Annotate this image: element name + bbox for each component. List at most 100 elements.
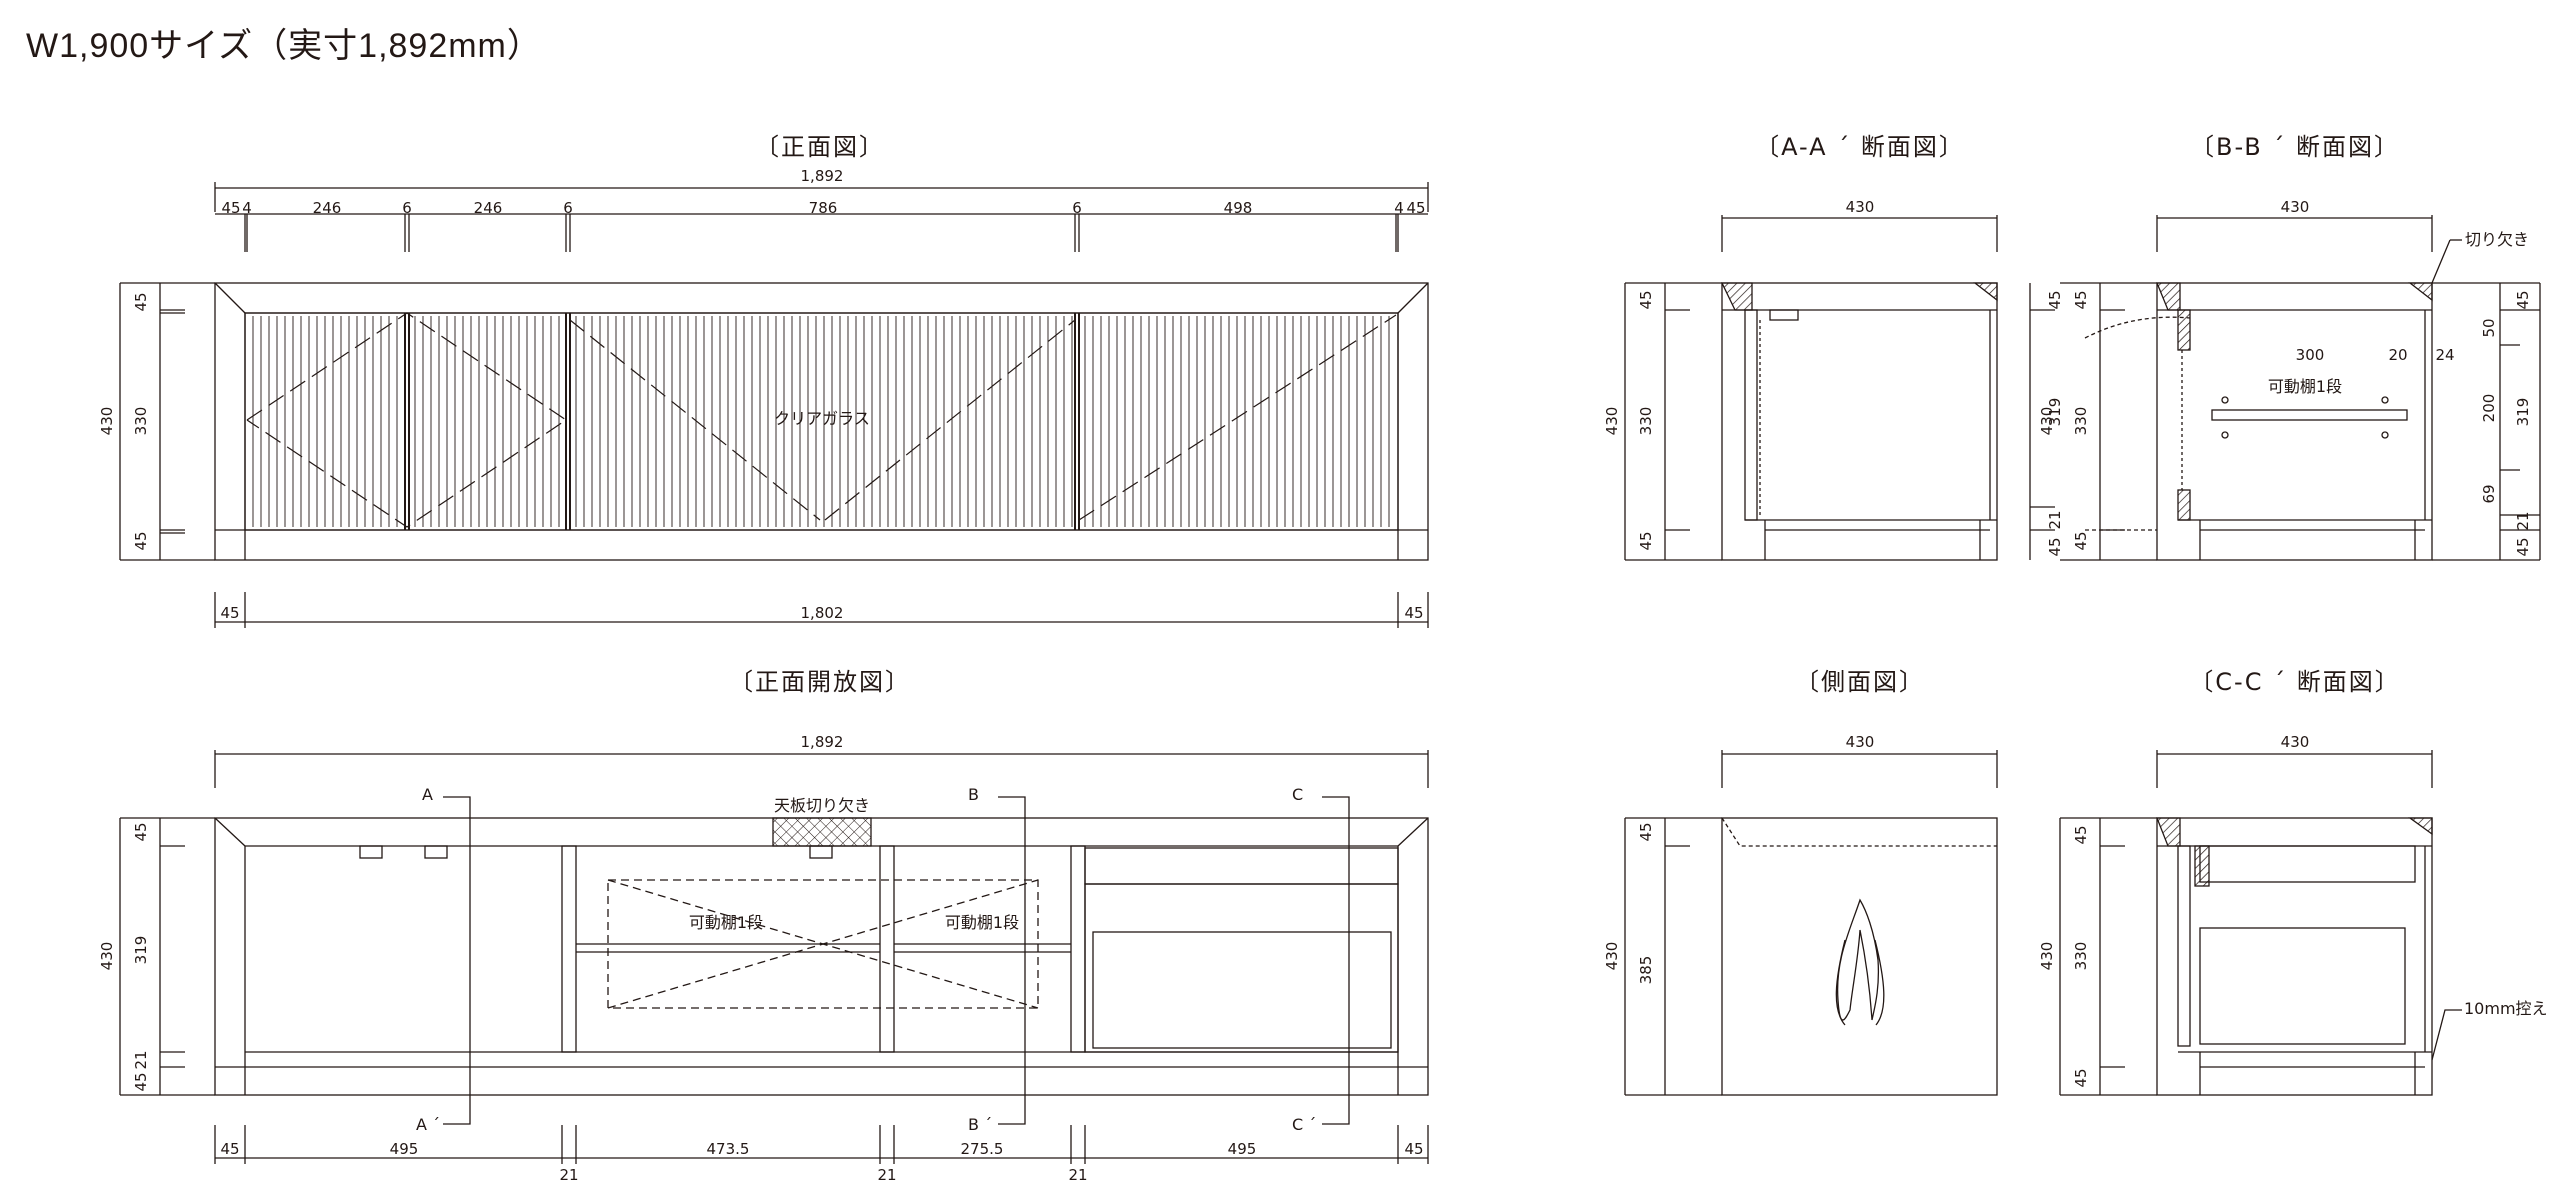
section-b-h-0: 45	[2072, 290, 2090, 309]
front-seg-3: 6	[402, 199, 412, 217]
open-bottom-2: 473.5	[707, 1140, 750, 1158]
section-a-h-total: 430	[1603, 407, 1621, 436]
section-c-view: 〔C-C ´ 断面図〕 430 10mm控え 430 45 330 45	[2038, 668, 2548, 1096]
section-b-title: 〔B-B ´ 断面図〕	[2190, 133, 2400, 161]
open-h-0: 45	[132, 822, 150, 841]
front-seg-4: 246	[474, 199, 503, 217]
section-b-h-2: 45	[2072, 531, 2090, 550]
section-c-h-total: 430	[2038, 942, 2056, 971]
top-notch	[772, 817, 872, 847]
front-h-2: 45	[132, 531, 150, 550]
open-h-2: 45	[132, 1072, 150, 1091]
open-h-3: 21	[132, 1050, 150, 1069]
side-view-title: 〔側面図〕	[1795, 668, 1925, 696]
front-seg-9: 4	[1394, 199, 1404, 217]
svg-text:C: C	[1292, 785, 1303, 804]
front-bottom-2: 45	[1404, 604, 1423, 622]
svg-text:A: A	[422, 785, 433, 804]
section-b-inner-2: 24	[2435, 346, 2454, 364]
section-b-outline	[2156, 282, 2433, 561]
section-a-r-2: 21	[2046, 510, 2064, 529]
svg-text:B: B	[968, 785, 979, 804]
open-bottom-5: 45	[1404, 1140, 1423, 1158]
front-h-0: 45	[132, 292, 150, 311]
front-seg-10: 45	[1406, 199, 1425, 217]
open-bottom-sub-0: 21	[559, 1166, 578, 1184]
side-h-1: 385	[1637, 956, 1655, 985]
front-seg-2: 246	[313, 199, 342, 217]
section-a-outline	[1721, 282, 1998, 561]
front-segment-ticks	[244, 214, 1399, 252]
open-shelf-label-2: 可動棚1段	[945, 913, 1019, 932]
section-a-view: 〔A-A ´ 断面図〕 430 430 45 330 45 45 319 21 …	[1603, 133, 2064, 561]
section-b-inner-1: 20	[2388, 346, 2407, 364]
section-b-r-0: 45	[2514, 290, 2532, 309]
section-mark-a: A A ´	[416, 785, 471, 1134]
front-overall-width: 1,892	[801, 167, 844, 185]
open-h-total: 430	[98, 942, 116, 971]
section-b-width: 430	[2281, 198, 2310, 216]
front-bottom-1: 1,802	[801, 604, 844, 622]
side-width: 430	[1846, 733, 1875, 751]
wood-grain-icon	[1835, 898, 1885, 1026]
section-b-cut-label: 切り欠き	[2465, 230, 2529, 249]
open-h-1: 319	[132, 936, 150, 965]
front-view: 〔正面図〕 1,892 45 4 246 6 246 6 786 6 498 4…	[98, 133, 1429, 628]
front-seg-6: 786	[809, 199, 838, 217]
side-h-0: 45	[1637, 822, 1655, 841]
section-b-r-5: 21	[2514, 511, 2532, 530]
open-shelf-label-1: 可動棚1段	[689, 913, 763, 932]
section-a-title: 〔A-A ´ 断面図〕	[1755, 133, 1965, 161]
section-b-r-2: 200	[2480, 394, 2498, 423]
section-a-r-0: 45	[2046, 290, 2064, 309]
section-c-width: 430	[2281, 733, 2310, 751]
side-h-total: 430	[1603, 942, 1621, 971]
section-b-h-total: 430	[2038, 407, 2056, 436]
section-b-shelf-label: 可動棚1段	[2268, 377, 2342, 396]
section-c-title: 〔C-C ´ 断面図〕	[2189, 668, 2400, 696]
side-outline	[1721, 817, 1998, 1096]
front-seg-5: 6	[563, 199, 573, 217]
side-view: 〔側面図〕 430 430 45 385	[1603, 668, 1998, 1096]
section-a-r-1: 319	[2046, 398, 2064, 427]
section-c-h-1: 330	[2072, 942, 2090, 971]
front-seg-7: 6	[1072, 199, 1082, 217]
section-b-r-1: 50	[2480, 318, 2498, 337]
front-open-overall-width: 1,892	[801, 733, 844, 751]
open-bottom-3: 275.5	[961, 1140, 1004, 1158]
open-bottom-1: 495	[390, 1140, 419, 1158]
section-a-h-0: 45	[1637, 290, 1655, 309]
section-c-recess-label: 10mm控え	[2464, 999, 2548, 1018]
svg-text:B ´: B ´	[968, 1115, 992, 1134]
svg-text:C ´: C ´	[1292, 1115, 1316, 1134]
front-door-slats	[252, 316, 1390, 527]
section-a-width: 430	[1846, 198, 1875, 216]
front-h-1: 330	[132, 407, 150, 436]
front-open-outline	[214, 817, 1429, 1096]
front-bottom-0: 45	[220, 604, 239, 622]
front-h-total: 430	[98, 407, 116, 436]
front-glass-label: クリアガラス	[774, 409, 870, 428]
top-notch-label: 天板切り欠き	[774, 796, 870, 815]
section-c-outline	[2156, 817, 2433, 1096]
page-title: W1,900サイズ（実寸1,892mm）	[26, 27, 542, 65]
open-bottom-4: 495	[1228, 1140, 1257, 1158]
front-view-title: 〔正面図〕	[755, 133, 885, 161]
open-bottom-ticks	[214, 1125, 1429, 1164]
section-b-view: 〔B-B ´ 断面図〕 430 可動棚1段 300 20 24 切り欠き 430…	[2038, 133, 2541, 561]
open-bottom-sub-1: 21	[877, 1166, 896, 1184]
section-b-shelf	[2211, 409, 2408, 421]
section-mark-b: B B ´	[968, 785, 1026, 1134]
section-b-h-1: 330	[2072, 407, 2090, 436]
section-a-h-2: 45	[1637, 531, 1655, 550]
open-bottom-0: 45	[220, 1140, 239, 1158]
section-b-r-3: 69	[2480, 484, 2498, 503]
open-bottom-sub-2: 21	[1068, 1166, 1087, 1184]
section-b-r-6: 45	[2514, 537, 2532, 556]
front-open-view: 〔正面開放図〕 1,892 天板切り欠き 可動棚1段 可動棚1段	[98, 668, 1429, 1184]
front-cabinet-outline	[214, 282, 1429, 561]
svg-text:A ´: A ´	[416, 1115, 440, 1134]
section-b-r-4: 319	[2514, 398, 2532, 427]
section-a-h-1: 330	[1637, 407, 1655, 436]
section-mark-c: C C ´	[1292, 785, 1350, 1134]
